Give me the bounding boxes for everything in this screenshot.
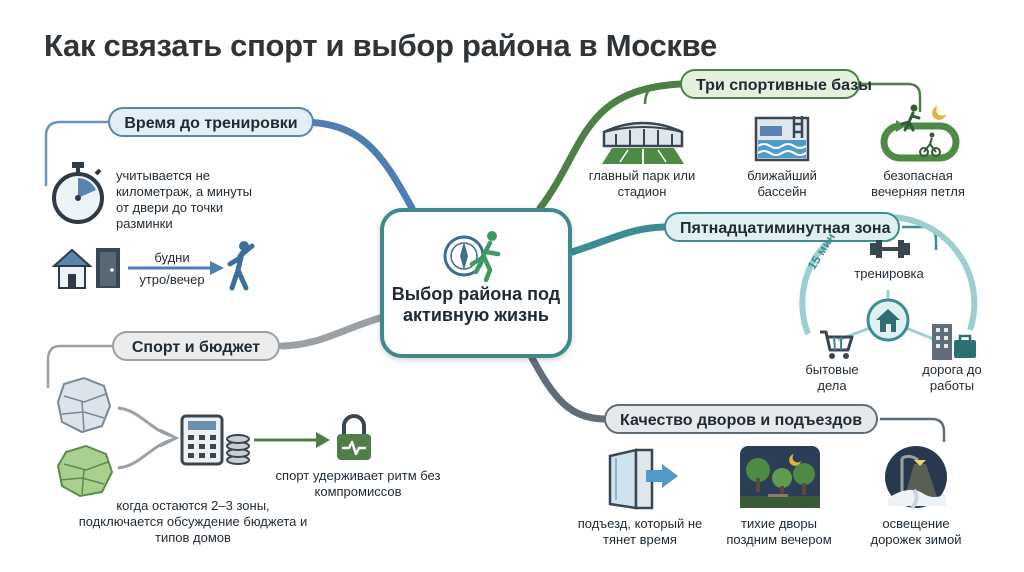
district-map-icon bbox=[56, 376, 114, 498]
winter-streetlight-icon bbox=[885, 446, 947, 510]
dumbbell-icon bbox=[870, 240, 910, 258]
page-title: Как связать спорт и выбор района в Москв… bbox=[44, 28, 717, 63]
budget-zones-text: когда остаются 2–3 зоны, подключается об… bbox=[78, 498, 308, 545]
center-label: Выбор района под активную жизнь bbox=[391, 284, 561, 325]
stopwatch-icon bbox=[52, 162, 104, 224]
connector-budget bbox=[278, 314, 384, 350]
time-weekday-label: будни bbox=[154, 250, 190, 265]
connector-time bbox=[296, 118, 416, 212]
base-pool-label: ближайший бассейн bbox=[747, 168, 817, 199]
zone-errands-label: бытовые дела bbox=[805, 362, 859, 393]
yards-lighting-label: освещение дорожек зимой bbox=[870, 516, 962, 547]
base-loop-label: безопасная вечерняя петля bbox=[871, 168, 965, 199]
stretching-person-icon bbox=[227, 241, 255, 291]
center-node: Выбор района под активную жизнь bbox=[380, 208, 572, 358]
yards-entrance-label: подъезд, который не тянет время bbox=[577, 516, 703, 547]
calculator-coins-icon bbox=[180, 414, 250, 466]
zone-training-label: тренировка bbox=[854, 266, 924, 281]
office-briefcase-icon bbox=[932, 324, 976, 360]
branch-budget-label: Спорт и бюджет bbox=[112, 331, 280, 361]
evening-loop-icon bbox=[880, 104, 960, 162]
connector-bases bbox=[536, 80, 684, 212]
branch-time-label: Время до тренировки bbox=[108, 107, 314, 137]
swimming-pool-icon bbox=[754, 116, 810, 162]
branch-bases-label: Три спортивные базы bbox=[680, 69, 872, 99]
time-description: учитывается не километраж, а минуты от д… bbox=[116, 168, 252, 231]
night-yard-icon bbox=[740, 446, 820, 508]
shopping-cart-icon bbox=[820, 330, 854, 359]
base-stadium-label: главный парк или стадион bbox=[588, 168, 696, 199]
heart-lock-icon bbox=[337, 414, 371, 460]
compass-runner-icon bbox=[443, 231, 501, 282]
connector-zone bbox=[568, 223, 668, 256]
branch-zone-label: Пятнадцатиминутная зона bbox=[664, 212, 900, 242]
yards-night-label: тихие дворы поздним вечером bbox=[726, 516, 832, 547]
time-daytime-label: утро/вечер bbox=[139, 272, 205, 287]
branch-yards-label: Качество дворов и подъездов bbox=[604, 404, 878, 434]
stadium-icon bbox=[602, 121, 684, 164]
entrance-door-icon bbox=[608, 448, 678, 510]
home-icon bbox=[866, 298, 910, 342]
budget-result-text: спорт удерживает ритм без компромиссов bbox=[275, 468, 441, 499]
connector-yards bbox=[528, 354, 608, 423]
house-door-icon bbox=[52, 248, 120, 289]
zone-commute-label: дорога до работы bbox=[922, 362, 982, 393]
